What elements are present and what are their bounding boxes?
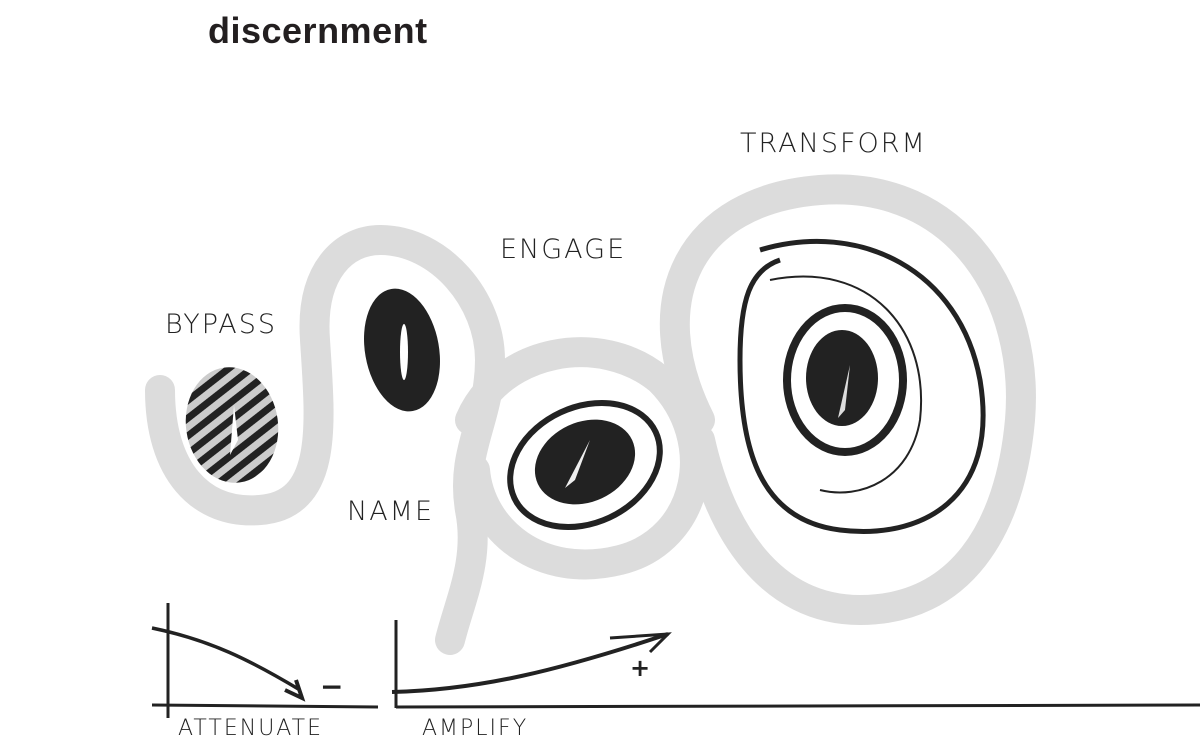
- label-bypass: BYPASS: [165, 309, 277, 340]
- label-amplify: AMPLIFY: [422, 716, 528, 741]
- label-name: NAME: [347, 496, 434, 527]
- label-transform: TRANSFORM: [740, 128, 927, 159]
- gray-path-band: [145, 174, 1036, 655]
- name-shape: [364, 288, 440, 412]
- transform-shape: [737, 239, 986, 534]
- plus-sign: +: [630, 654, 650, 682]
- amplify-graph: [391, 620, 1200, 709]
- engage-shape: [507, 399, 663, 531]
- page-title: discernment: [208, 10, 428, 51]
- attenuate-graph: [151, 603, 379, 718]
- label-engage: ENGAGE: [500, 234, 626, 265]
- bypass-shape: [185, 367, 279, 483]
- minus-sign: −: [320, 670, 343, 703]
- label-attenuate: ATTENUATE: [178, 716, 323, 741]
